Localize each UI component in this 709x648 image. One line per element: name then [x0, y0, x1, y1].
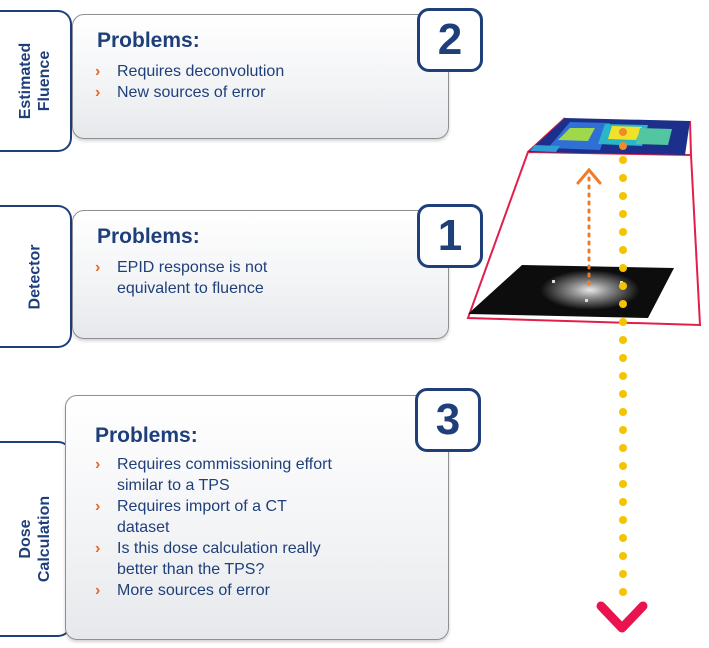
side-tab-estimated-fluence: Estimated Fluence	[0, 10, 72, 152]
bullet-item: › Is this dose calculation really	[95, 538, 332, 559]
bullet-text: better than the TPS?	[117, 561, 265, 578]
card-title: Problems:	[97, 29, 200, 52]
bullet-item: better than the TPS?	[95, 559, 332, 580]
bullet-text: EPID response is not	[117, 259, 268, 276]
chevron-right-icon: ›	[95, 84, 101, 101]
bullet-list: › EPID response is not equivalent to flue…	[95, 257, 267, 299]
bullet-item: › More sources of error	[95, 580, 332, 601]
step-number-badge-1: 1	[417, 204, 483, 268]
problems-card-dose-calculation: Problems: › Requires commissioning effort…	[65, 395, 449, 640]
bullet-text: Requires deconvolution	[117, 63, 285, 80]
chevron-right-icon: ›	[95, 456, 101, 473]
bullet-item: › Requires import of a CT	[95, 496, 332, 517]
step-number-badge-2: 2	[417, 8, 483, 72]
card-title: Problems:	[95, 424, 198, 447]
chevron-right-icon: ›	[95, 582, 101, 599]
chevron-right-icon: ›	[95, 259, 101, 276]
bullet-item: › Requires commissioning effort	[95, 454, 332, 475]
epid-detector-image	[468, 265, 674, 318]
down-arrow-icon	[596, 601, 648, 633]
fluence-dotted-path	[619, 128, 627, 150]
fluence-map-image	[528, 118, 690, 155]
bullet-item: › Requires deconvolution	[95, 61, 284, 82]
bullet-item: › New sources of error	[95, 82, 284, 103]
bullet-text: Is this dose calculation really	[117, 540, 321, 557]
problems-card-detector: Problems: › EPID response is not equivale…	[72, 210, 449, 339]
bullet-list: › Requires commissioning effort similar t…	[95, 454, 332, 601]
bullet-item: similar to a TPS	[95, 475, 332, 496]
bullet-item: equivalent to fluence	[95, 278, 267, 299]
bullet-text: New sources of error	[117, 84, 266, 101]
card-title: Problems:	[97, 225, 200, 248]
chevron-right-icon: ›	[95, 540, 101, 557]
chevron-right-icon: ›	[95, 63, 101, 80]
side-tab-detector: Detector	[0, 205, 72, 348]
dose-calculation-dotted-path	[619, 156, 627, 596]
bullet-text: equivalent to fluence	[117, 280, 264, 297]
deconvolution-arrow	[576, 167, 602, 286]
bullet-list: › Requires deconvolution › New sources of …	[95, 61, 284, 103]
chevron-right-icon: ›	[95, 498, 101, 515]
bullet-text: similar to a TPS	[117, 477, 230, 494]
bullet-item: dataset	[95, 517, 332, 538]
bullet-text: Requires commissioning effort	[117, 456, 332, 473]
bullet-text: Requires import of a CT	[117, 498, 287, 515]
bullet-text: More sources of error	[117, 582, 270, 599]
bullet-item: › EPID response is not	[95, 257, 267, 278]
problems-card-estimated-fluence: Problems: › Requires deconvolution › New s…	[72, 14, 449, 139]
bullet-text: dataset	[117, 519, 170, 536]
step-number-badge-3: 3	[415, 388, 481, 452]
